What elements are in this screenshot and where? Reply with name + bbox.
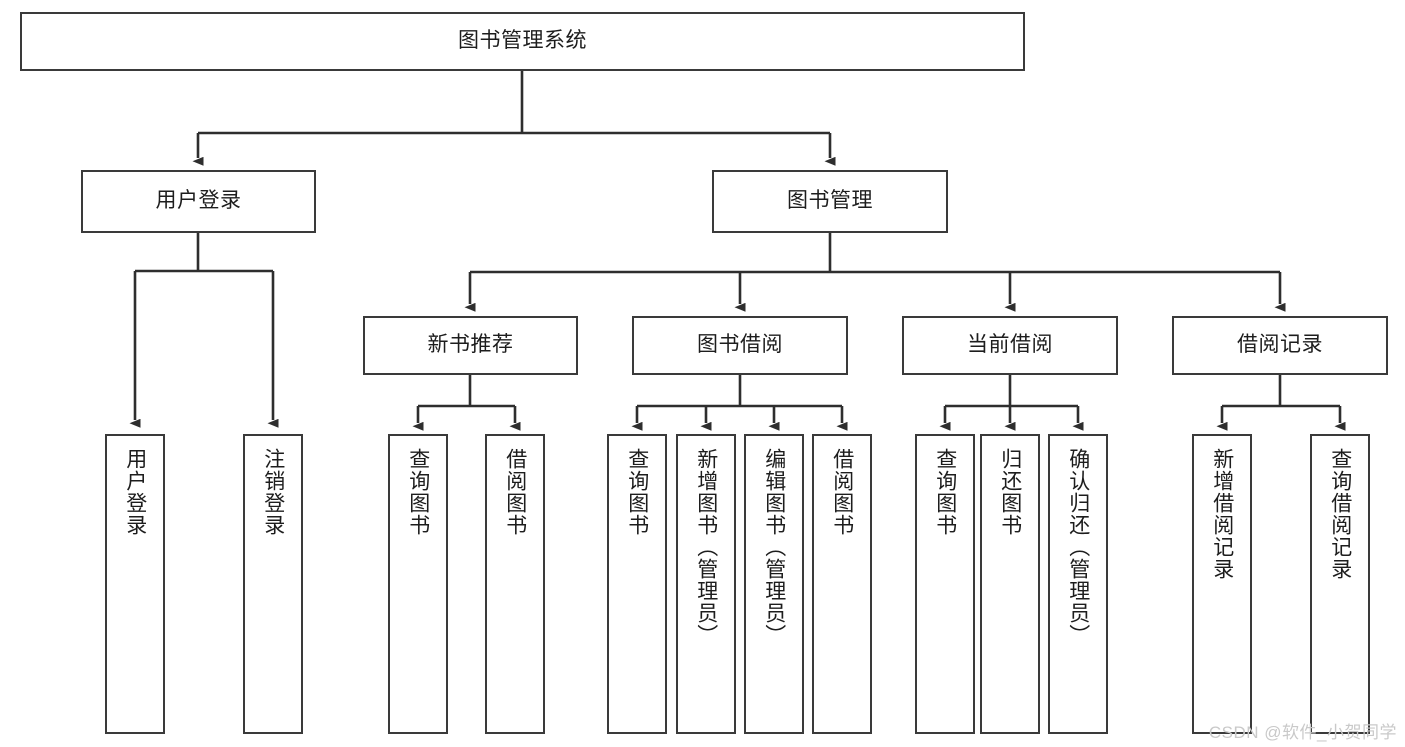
node-current-borrow-label: 当前借阅 — [967, 333, 1053, 357]
node-leaf-query-book-1[interactable]: 查询图书 — [388, 434, 448, 734]
node-leaf-borrow-book-1-label: 借阅图书 — [503, 448, 527, 536]
node-leaf-edit-book-label: 编辑图书（管理员） — [762, 448, 786, 646]
node-leaf-confirm-return[interactable]: 确认归还（管理员） — [1048, 434, 1108, 734]
node-leaf-add-record[interactable]: 新增借阅记录 — [1192, 434, 1252, 734]
node-leaf-edit-book[interactable]: 编辑图书（管理员） — [744, 434, 804, 734]
node-leaf-query-book-2[interactable]: 查询图书 — [607, 434, 667, 734]
node-leaf-query-book-3-label: 查询图书 — [933, 448, 957, 536]
node-leaf-borrow-book-1[interactable]: 借阅图书 — [485, 434, 545, 734]
node-leaf-add-book[interactable]: 新增图书（管理员） — [676, 434, 736, 734]
node-new-book-rec-label: 新书推荐 — [427, 333, 514, 357]
node-leaf-return-book[interactable]: 归还图书 — [980, 434, 1040, 734]
node-root-label: 图书管理系统 — [458, 29, 587, 53]
node-leaf-query-record[interactable]: 查询借阅记录 — [1310, 434, 1370, 734]
node-leaf-query-record-label: 查询借阅记录 — [1328, 448, 1352, 580]
node-leaf-logout[interactable]: 注销登录 — [243, 434, 303, 734]
node-current-borrow[interactable]: 当前借阅 — [902, 316, 1118, 375]
node-leaf-return-book-label: 归还图书 — [998, 448, 1022, 536]
node-leaf-query-book-2-label: 查询图书 — [625, 448, 649, 536]
node-root[interactable]: 图书管理系统 — [20, 12, 1025, 71]
node-leaf-add-book-label: 新增图书（管理员） — [694, 448, 718, 646]
node-book-manage-label: 图书管理 — [787, 189, 873, 213]
node-leaf-borrow-book-2-label: 借阅图书 — [830, 448, 854, 536]
node-leaf-query-book-1-label: 查询图书 — [406, 448, 430, 536]
node-leaf-user-login[interactable]: 用户登录 — [105, 434, 165, 734]
node-book-manage[interactable]: 图书管理 — [712, 170, 948, 233]
node-book-borrow[interactable]: 图书借阅 — [632, 316, 848, 375]
node-leaf-query-book-3[interactable]: 查询图书 — [915, 434, 975, 734]
node-leaf-borrow-book-2[interactable]: 借阅图书 — [812, 434, 872, 734]
node-leaf-user-login-label: 用户登录 — [123, 448, 147, 536]
node-user-login-label: 用户登录 — [155, 189, 242, 213]
node-borrow-record-label: 借阅记录 — [1237, 333, 1323, 357]
node-leaf-confirm-return-label: 确认归还（管理员） — [1066, 448, 1090, 646]
node-borrow-record[interactable]: 借阅记录 — [1172, 316, 1388, 375]
node-leaf-logout-label: 注销登录 — [261, 448, 285, 536]
node-new-book-rec[interactable]: 新书推荐 — [363, 316, 578, 375]
node-user-login[interactable]: 用户登录 — [81, 170, 316, 233]
node-book-borrow-label: 图书借阅 — [697, 333, 783, 357]
node-leaf-add-record-label: 新增借阅记录 — [1210, 448, 1234, 580]
